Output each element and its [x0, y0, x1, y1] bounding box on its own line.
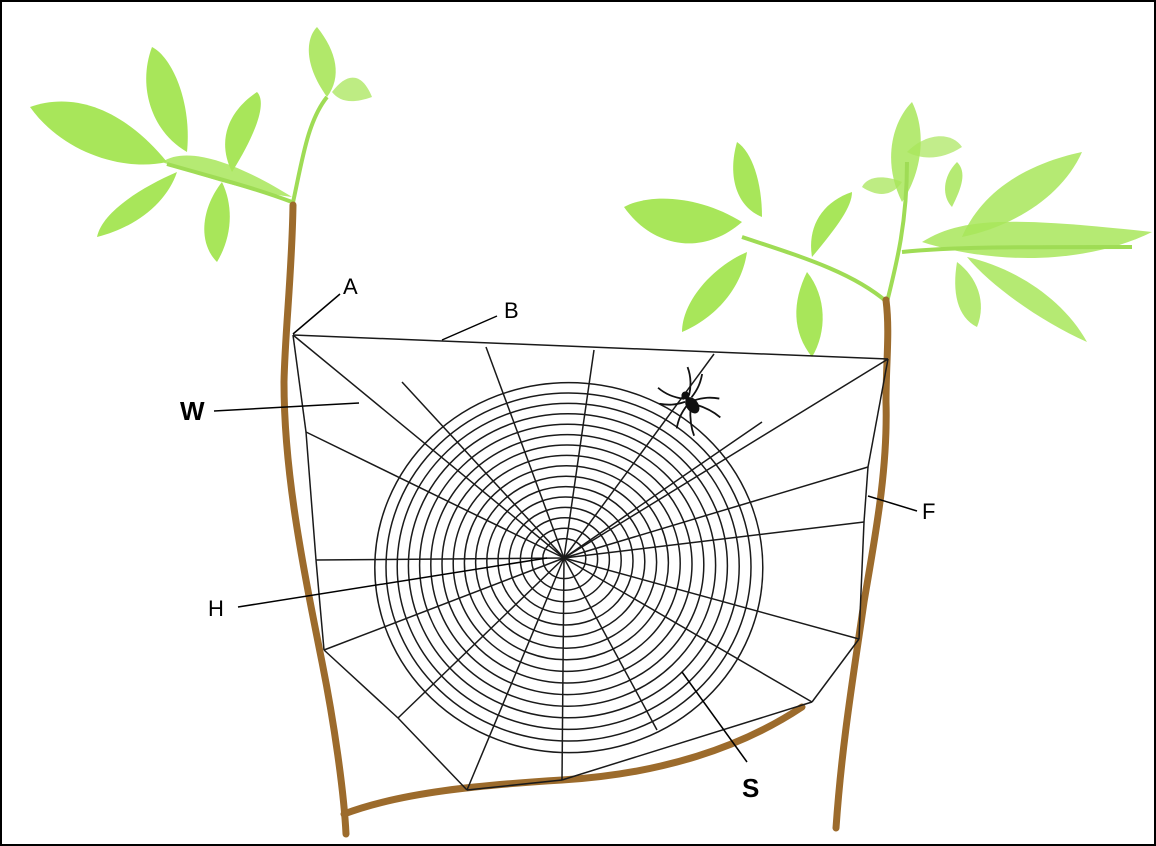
leaf: [225, 92, 261, 172]
label-F: F: [922, 499, 935, 524]
leaf: [624, 199, 742, 244]
leaf: [733, 142, 762, 217]
web-silk: [293, 335, 888, 790]
frame-thread: [398, 718, 467, 790]
leaf: [204, 182, 230, 262]
frame-thread: [293, 335, 888, 359]
leader-B: [442, 316, 497, 340]
left-leaf-cluster: [30, 27, 372, 262]
frame-thread: [293, 335, 306, 432]
leaf: [309, 27, 336, 97]
leaf: [162, 155, 292, 197]
leaf: [796, 272, 822, 357]
label-H: H: [208, 596, 224, 621]
leaf: [682, 252, 747, 332]
leader-F: [868, 496, 917, 511]
leaf: [967, 257, 1087, 342]
radial-thread: [564, 350, 594, 558]
leaf: [955, 262, 981, 327]
leader-A: [293, 294, 340, 334]
frame-thread: [324, 650, 398, 718]
leaf: [945, 162, 962, 207]
label-S: S: [742, 773, 759, 803]
radial-thread: [402, 382, 564, 558]
leaf: [30, 102, 167, 165]
frame-thread: [306, 432, 316, 560]
leaf: [811, 192, 852, 257]
label-W: W: [180, 396, 205, 426]
left-branch: [284, 205, 346, 834]
spider-icon: [651, 363, 728, 442]
leaf: [862, 177, 902, 194]
radial-thread: [324, 558, 564, 650]
leaf: [146, 47, 188, 152]
leaf: [97, 172, 177, 237]
label-B: B: [504, 298, 519, 323]
leaf: [332, 78, 372, 102]
radial-thread: [562, 558, 564, 780]
radial-thread: [564, 354, 714, 558]
frame-thread: [864, 467, 868, 522]
bottom-branch: [344, 707, 802, 814]
radial-thread: [316, 558, 564, 560]
left-stem-green: [292, 97, 327, 207]
leaf: [922, 222, 1152, 258]
label-A: A: [343, 274, 358, 299]
